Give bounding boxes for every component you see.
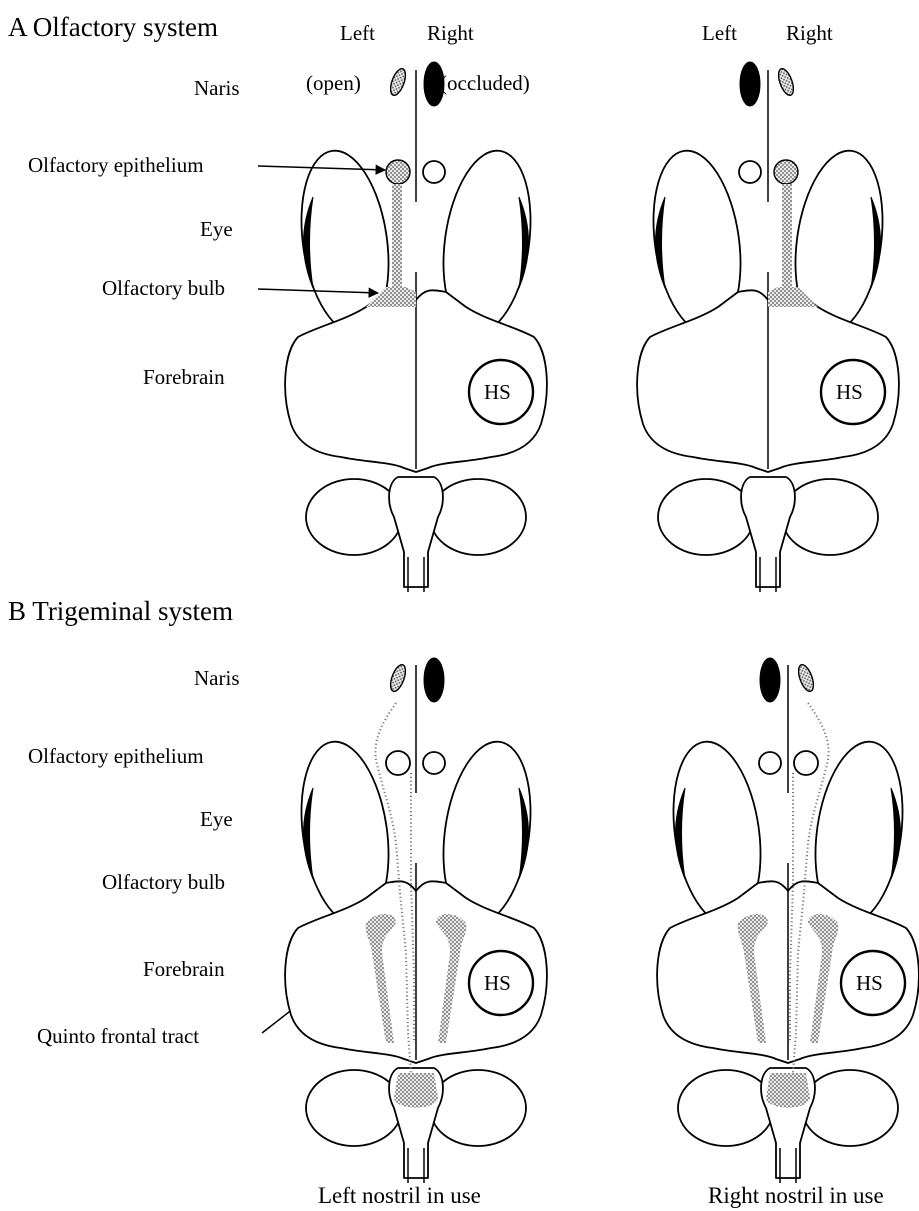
panel-b-tract-label: Quinto frontal tract (37, 1024, 199, 1048)
epithelium-left (739, 161, 761, 183)
epithelium-right (423, 161, 445, 183)
panel-b-bulb-label: Olfactory bulb (102, 870, 225, 894)
panel-b-title: B Trigeminal system (8, 596, 233, 626)
panel-a-right2-right-label: Right (786, 21, 833, 45)
naris-open-right (776, 67, 797, 97)
epithelium-right (774, 160, 798, 184)
epithelium-left (386, 160, 410, 184)
hs-label-a-left: HS (484, 380, 511, 404)
panel-a-right-brain (637, 62, 899, 592)
caption-left-nostril: Left nostril in use (318, 1183, 481, 1208)
panel-a-right-side-label: Right (427, 21, 474, 45)
panel-b-epithelium-label: Olfactory epithelium (28, 744, 204, 768)
panel-b-left-brain (285, 658, 547, 1183)
hs-label-a-right: HS (836, 380, 863, 404)
panel-b-naris-label: Naris (194, 666, 240, 690)
panel-a-eye-label: Eye (200, 217, 233, 241)
panel-a-epithelium-label: Olfactory epithelium (28, 153, 204, 177)
panel-a-naris-label: Naris (194, 76, 240, 100)
panel-a-left-side-label: Left (340, 21, 375, 45)
panel-b-eye-label: Eye (200, 807, 233, 831)
caption-right-nostril: Right nostril in use (708, 1183, 884, 1208)
hs-label-b-left: HS (484, 971, 511, 995)
panel-a-title: A Olfactory system (8, 12, 218, 42)
panel-a-right2-left-label: Left (702, 21, 737, 45)
panel-a-bulb-label: Olfactory bulb (102, 276, 225, 300)
panel-a-left-brain (285, 62, 547, 592)
hs-label-b-right: HS (856, 971, 883, 995)
panel-b-right-brain (657, 658, 919, 1183)
naris-occluded-left (740, 62, 760, 106)
panel-a-forebrain-label: Forebrain (143, 365, 225, 389)
naris-occluded-label: (occluded) (440, 71, 530, 95)
naris-open-left (388, 67, 409, 97)
panel-b-forebrain-label: Forebrain (143, 957, 225, 981)
naris-open-label: (open) (306, 71, 361, 95)
